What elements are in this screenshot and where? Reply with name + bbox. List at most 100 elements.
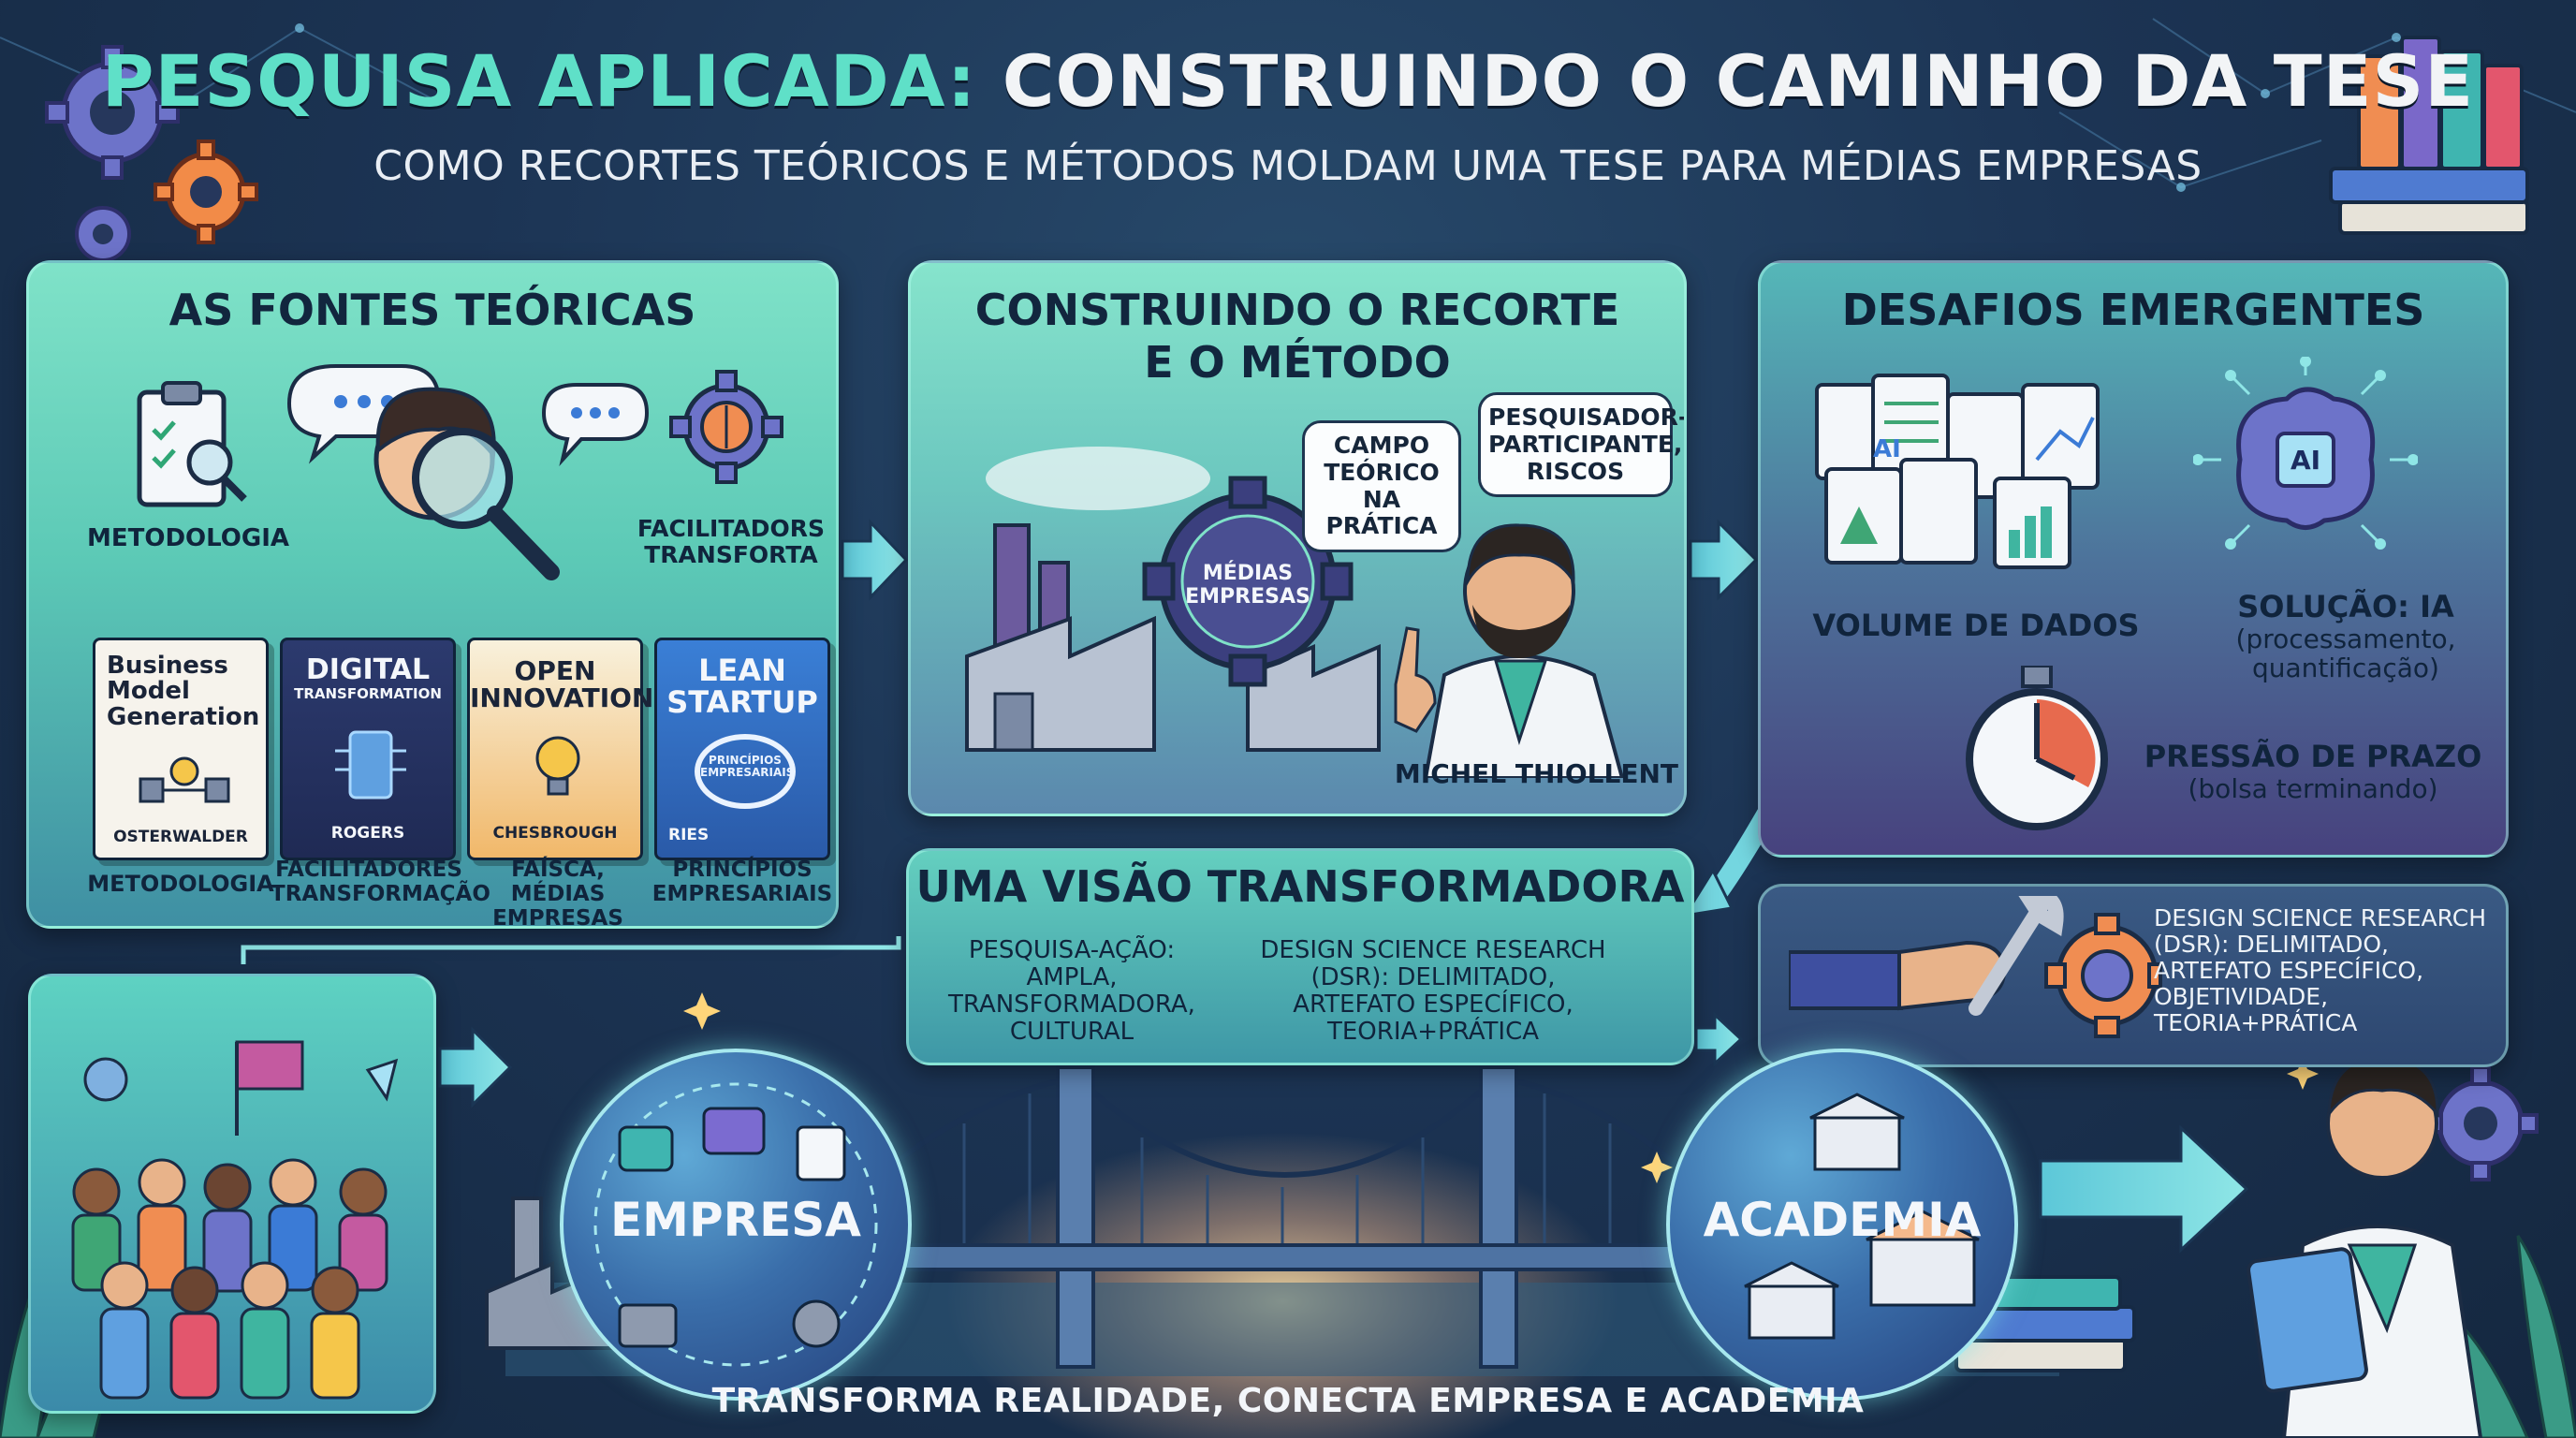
gear-icon	[75, 206, 131, 262]
flow-arrow	[1694, 1011, 1744, 1067]
text-line: OBJETIVIDADE,	[2154, 983, 2329, 1010]
page-title: PESQUISA APLICADA: CONSTRUINDO O CAMINHO…	[0, 39, 2576, 123]
flow-arrow	[438, 1026, 513, 1108]
bridge-tower	[1479, 1065, 1518, 1369]
gear-icon	[45, 45, 180, 180]
globe-empresa: EMPRESA	[560, 1049, 912, 1401]
tablet-circuit-icon	[335, 730, 406, 800]
text-line: (DSR): DELIMITADO,	[2154, 931, 2389, 958]
ai-brain-icon	[2193, 357, 2418, 550]
connector-line	[241, 936, 901, 964]
panel-community	[28, 974, 436, 1414]
gear-icon	[154, 139, 258, 244]
cycle-icon	[695, 734, 796, 809]
text-line: PESQUISA-AÇÃO:	[968, 936, 1176, 964]
globe-academia: ACADEMIA	[1666, 1049, 2018, 1401]
bridge-deck	[766, 1243, 1808, 1271]
globe-label-academia: ACADEMIA	[1703, 1193, 1982, 1247]
book-open-innovation: OPEN INNOVATION CHESBROUGH	[467, 638, 653, 860]
bubble-line: CAMPO	[1333, 432, 1430, 459]
text-line: DESIGN SCIENCE RESEARCH	[1260, 936, 1606, 964]
caption-line: FACILITADORES	[275, 858, 462, 882]
panel-title: AS FONTES TEÓRICAS	[168, 285, 696, 335]
book-caption: FACILITADORES TRANSFORMAÇÃO	[271, 858, 490, 907]
pressure-line: PRESSÃO DE PRAZO	[2144, 739, 2482, 774]
solution-text: SOLUÇÃO: IA (processamento, quantificaçã…	[2191, 590, 2500, 682]
hand-wrench-gear-icon	[1789, 896, 2162, 1038]
action-research-text: PESQUISA-AÇÃO: AMPLA, TRANSFORMADORA, CU…	[931, 936, 1212, 1047]
clipboard-magnifier-icon	[137, 381, 247, 507]
caption-line: EMPRESARIAIS	[651, 881, 833, 906]
book-author: OSTERWALDER	[113, 828, 248, 846]
gear-label: MÉDIAS EMPRESAS	[1182, 562, 1313, 609]
book-subtitle: PRINCÍPIOS EMPRESARIAIS	[700, 754, 795, 780]
speech-bubble-campo: CAMPO TEÓRICO NA PRÁTICA	[1302, 420, 1461, 552]
panel-title: DESAFIOS EMERGENTES	[1841, 285, 2425, 335]
book-author: CHESBROUGH	[492, 824, 618, 843]
dsr-text: DESIGN SCIENCE RESEARCH (DSR): DELIMITAD…	[1255, 936, 1611, 1046]
speech-bubble-icon	[541, 383, 650, 466]
panel-building-method: CONSTRUINDO O RECORTE E O MÉTODO MÉDIAS …	[908, 260, 1687, 816]
brain-gear-icon	[669, 370, 783, 484]
document-ai-text: AI	[1873, 435, 1901, 463]
caption-line: FAÍSCA,	[511, 858, 605, 882]
bubble-line: TEÓRICO NA	[1324, 458, 1440, 513]
stopwatch-icon	[1966, 666, 2108, 830]
gear-label-line: MÉDIAS	[1202, 562, 1294, 585]
label-facilitadors: FACILITADORS TRANSFORTA	[628, 516, 834, 568]
book-caption: PRINCÍPIOS EMPRESARIAIS	[649, 858, 836, 907]
sparkle-decoration	[683, 992, 2319, 1183]
text-line: ARTEFATO ESPECÍFICO,	[2154, 957, 2424, 984]
title-line: CONSTRUINDO O RECORTE	[974, 285, 1620, 335]
books-stack-icon	[2329, 36, 2529, 235]
book-title: LEAN	[698, 653, 786, 688]
gear-icon	[2422, 1065, 2539, 1181]
book-title: Business	[107, 652, 228, 680]
lightbulb-icon	[535, 736, 580, 796]
title-highlight: PESQUISA APLICADA:	[101, 39, 977, 123]
text-line: AMPLA,	[1026, 963, 1118, 992]
panel-theoretical-sources: AS FONTES TEÓRICAS METODOLOGIA FACILITAD…	[26, 260, 839, 929]
pressure-text: PRESSÃO DE PRAZO (bolsa terminando)	[2126, 739, 2500, 804]
book-title: OPEN	[514, 655, 596, 686]
caption-line: MÉDIAS EMPRESAS	[492, 881, 623, 929]
flow-arrow	[841, 519, 909, 601]
researcher-tablet-illustration	[2247, 1056, 2483, 1438]
label-line: FACILITADORS	[637, 515, 826, 542]
book-digital-transformation: DIGITAL TRANSFORMATION ROGERS	[280, 638, 456, 860]
label-volume-de-dados: VOLUME DE DADOS	[1812, 608, 2140, 643]
label-line: TRANSFORTA	[644, 541, 818, 568]
caption-line: TRANSFORMAÇÃO	[271, 881, 490, 906]
text-line: ARTEFATO ESPECÍFICO,	[1293, 990, 1573, 1020]
bubble-line: PARTICIPANTE,	[1488, 430, 1683, 458]
text-line: (DSR): DELIMITADO,	[1310, 963, 1556, 992]
idea-diagram-icon	[139, 756, 230, 803]
book-title: DIGITAL	[305, 653, 431, 686]
factory-gear-illustration	[965, 447, 1381, 752]
bubble-line: PRÁTICA	[1325, 512, 1438, 540]
globe-label-empresa: EMPRESA	[610, 1193, 861, 1247]
book-subtitle: TRANSFORMATION	[294, 684, 442, 702]
text-line: TRANSFORMADORA,	[948, 990, 1195, 1020]
caption-line: PRINCÍPIOS	[672, 858, 812, 882]
researcher-magnifier-illustration	[286, 364, 560, 580]
text-line: TEORIA+PRÁTICA	[2154, 1009, 2358, 1036]
panel-transforming-vision: UMA VISÃO TRANSFORMADORA PESQUISA-AÇÃO: …	[906, 848, 1694, 1065]
researcher-michel-illustration	[1394, 523, 1625, 778]
panel-dsr-detail: DESIGN SCIENCE RESEARCH (DSR): DELIMITAD…	[1758, 884, 2509, 1067]
dsr-detail-text: DESIGN SCIENCE RESEARCH (DSR): DELIMITAD…	[2154, 905, 2506, 1036]
footer-caption: TRANSFORMA REALIDADE, CONECTA EMPRESA E …	[711, 1382, 1865, 1420]
bubble-line: PESQUISADOR-	[1488, 404, 1687, 431]
panel-emerging-challenges: DESAFIOS EMERGENTES AI VOLUME DE DADOS A…	[1758, 260, 2509, 858]
title-line: E O MÉTODO	[1144, 337, 1451, 388]
ai-chip-label: AI	[2290, 445, 2321, 476]
flow-arrow	[1689, 519, 1759, 601]
book-caption: FAÍSCA, MÉDIAS EMPRESAS	[460, 858, 656, 929]
text-line: CULTURAL	[1009, 1018, 1134, 1047]
pressure-line: (bolsa terminando)	[2188, 772, 2438, 804]
book-lean-startup: LEAN STARTUP PRINCÍPIOS EMPRESARIAIS RIE…	[654, 638, 830, 860]
bridge-tower	[1056, 1065, 1095, 1369]
book-caption: METODOLOGIA	[72, 872, 289, 897]
community-people-illustration	[71, 1040, 399, 1400]
book-title: Generation	[107, 702, 260, 731]
